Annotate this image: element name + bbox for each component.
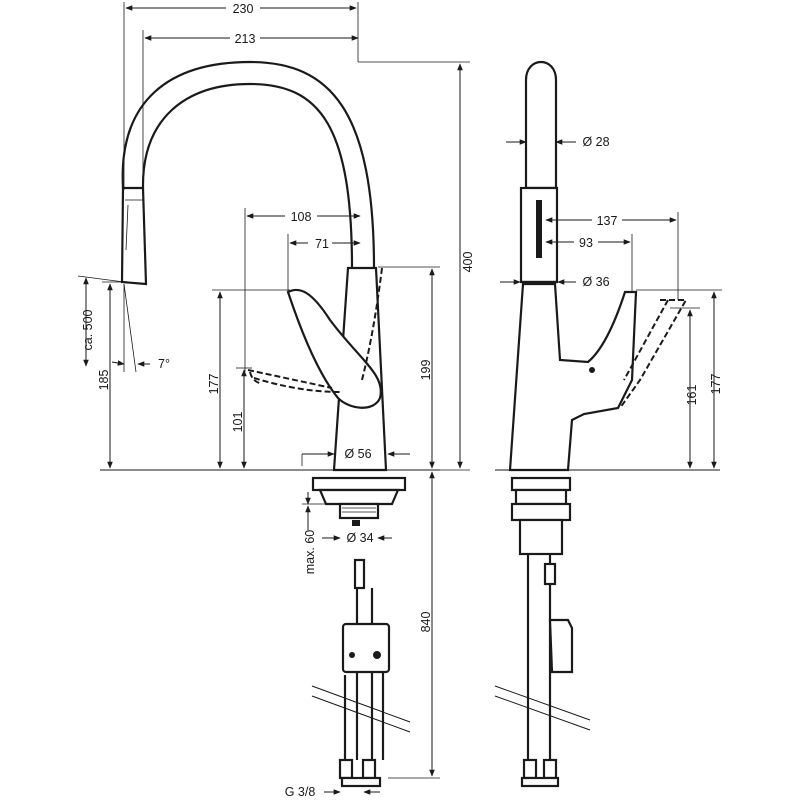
dim-177-side-label: 177 — [709, 374, 723, 395]
base-flange — [318, 488, 400, 506]
dim-height-185: 185 — [97, 281, 124, 469]
lever-handle — [286, 288, 382, 409]
dim-pullout-label: ca. 500 — [81, 309, 95, 350]
dim-height-177-front: 177 — [207, 289, 290, 469]
connector-left — [338, 758, 354, 780]
base-plate — [311, 476, 407, 492]
dim-185-label: 185 — [97, 370, 111, 391]
nut — [352, 520, 360, 526]
spray-head-button — [125, 204, 129, 251]
dim-reach-71: 71 — [287, 234, 361, 292]
dim-side-93: 93 — [545, 234, 633, 292]
dim-840-label: 840 — [419, 612, 433, 633]
dim-101-label: 101 — [231, 412, 245, 433]
side-spout — [524, 61, 558, 190]
dim-hole-diameter: Ø 34 — [322, 531, 392, 545]
dim-36-label: Ø 36 — [582, 275, 609, 289]
dim-base-diameter: Ø 56 — [301, 447, 410, 466]
threaded-shank — [338, 502, 380, 520]
side-shank — [510, 502, 572, 522]
side-spray-button — [536, 200, 542, 258]
side-connector-right — [542, 758, 558, 780]
side-weight-box — [548, 618, 574, 674]
front-view — [100, 60, 440, 788]
dim-199-label: 199 — [419, 360, 433, 381]
dim-side-137: 137 — [545, 212, 679, 300]
dim-side-161: 161 — [670, 307, 700, 469]
dim-28-label: Ø 28 — [582, 135, 609, 149]
side-body — [508, 282, 638, 472]
dim-400-label: 400 — [461, 252, 475, 273]
dim-177-front-label: 177 — [207, 374, 221, 395]
dim-height-101: 101 — [231, 367, 252, 469]
dim-g38-label: G 3/8 — [285, 785, 316, 799]
dim-56-label: Ø 56 — [344, 447, 371, 461]
side-lever-alt-position — [619, 299, 688, 409]
side-nut — [518, 518, 564, 556]
side-connector-left — [522, 758, 538, 780]
side-view — [494, 61, 720, 788]
connector-nut — [340, 776, 382, 788]
dim-side-177: 177 — [636, 289, 723, 469]
connector-mid — [361, 758, 377, 780]
dim-108-label: 108 — [291, 210, 312, 224]
dim-max-counter: max. 60 — [302, 492, 340, 574]
dim-body-diameter: Ø 36 — [500, 275, 610, 289]
spout-outer — [121, 60, 376, 269]
hose-fitting-left — [353, 558, 366, 590]
dim-213-label: 213 — [235, 32, 256, 46]
dim-pullout: ca. 500 — [77, 275, 125, 367]
weight-box — [341, 622, 391, 674]
side-hose-fitting — [543, 562, 557, 586]
dim-width-spout: 213 — [142, 30, 359, 190]
dim-161-label: 161 — [685, 385, 699, 406]
dim-connector: G 3/8 — [285, 785, 380, 799]
dim-230-label: 230 — [233, 2, 254, 16]
side-base-plate — [510, 476, 572, 492]
dim-137-label: 137 — [597, 214, 618, 228]
dim-height-400: 400 — [358, 61, 475, 471]
dim-93-label: 93 — [579, 236, 593, 250]
dim-spout-diameter: Ø 28 — [506, 135, 610, 149]
dim-angle: 7° — [111, 283, 170, 373]
side-connector-nut — [520, 776, 560, 788]
dim-angle-label: 7° — [158, 357, 170, 371]
side-flange — [514, 488, 568, 506]
dim-71-label: 71 — [315, 237, 329, 251]
dim-max60-label: max. 60 — [303, 530, 317, 575]
spray-head — [120, 186, 148, 286]
lever-alt-position-lower — [247, 369, 341, 393]
dim-width-total: 230 — [123, 0, 359, 190]
dim-hose-length: 840 — [388, 471, 440, 779]
lever-alt-position-upper — [361, 267, 383, 381]
spout-inner — [141, 82, 354, 269]
dim-height-199: 199 — [378, 266, 440, 469]
dim-34-label: Ø 34 — [346, 531, 373, 545]
